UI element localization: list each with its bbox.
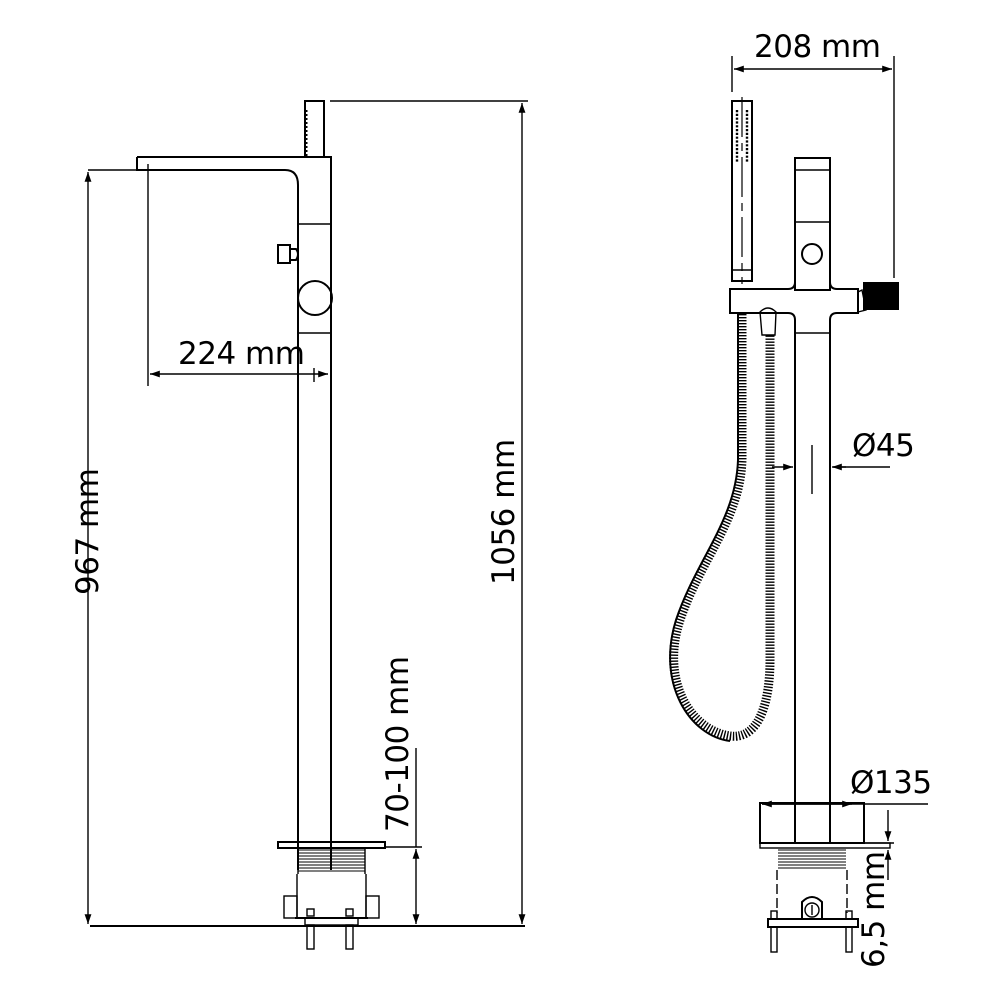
dimension-spout-height: 967 mm: [70, 169, 150, 924]
handshower-side-icon: [304, 100, 325, 158]
dim-label-224: 224 mm: [178, 336, 304, 372]
spout-icon: [136, 156, 332, 228]
dim-label-70-100: 70-100 mm: [380, 656, 416, 832]
dimension-base-diameter: Ø135: [762, 765, 932, 808]
dimension-total-height: 1056 mm: [330, 100, 528, 924]
dimension-base-plate: 6,5 mm: [856, 810, 894, 968]
mixer-body-side-icon: [277, 157, 333, 870]
dim-label-diameter-135: Ø135: [850, 765, 932, 801]
dimension-column-diameter: Ø45: [772, 428, 915, 494]
dim-label-967: 967 mm: [70, 469, 106, 595]
dim-label-1056: 1056 mm: [486, 439, 522, 585]
mixer-body-front-icon: [729, 157, 899, 842]
front-view: 208 mm: [669, 29, 932, 968]
dimension-spout-reach: 224 mm: [147, 164, 329, 386]
dim-label-6-5: 6,5 mm: [856, 851, 892, 968]
dimension-floor-depth: 70-100 mm: [380, 656, 422, 924]
handshower-front-icon: [731, 97, 753, 284]
shower-hose-icon: [669, 314, 775, 742]
floor-box-front-icon: [759, 802, 891, 953]
side-view: 967 mm 224 mm 1056 mm 70-100 mm: [70, 100, 528, 950]
dim-label-208: 208 mm: [754, 29, 880, 65]
dim-label-diameter-45: Ø45: [852, 428, 914, 464]
dimension-width: 208 mm: [731, 29, 895, 278]
